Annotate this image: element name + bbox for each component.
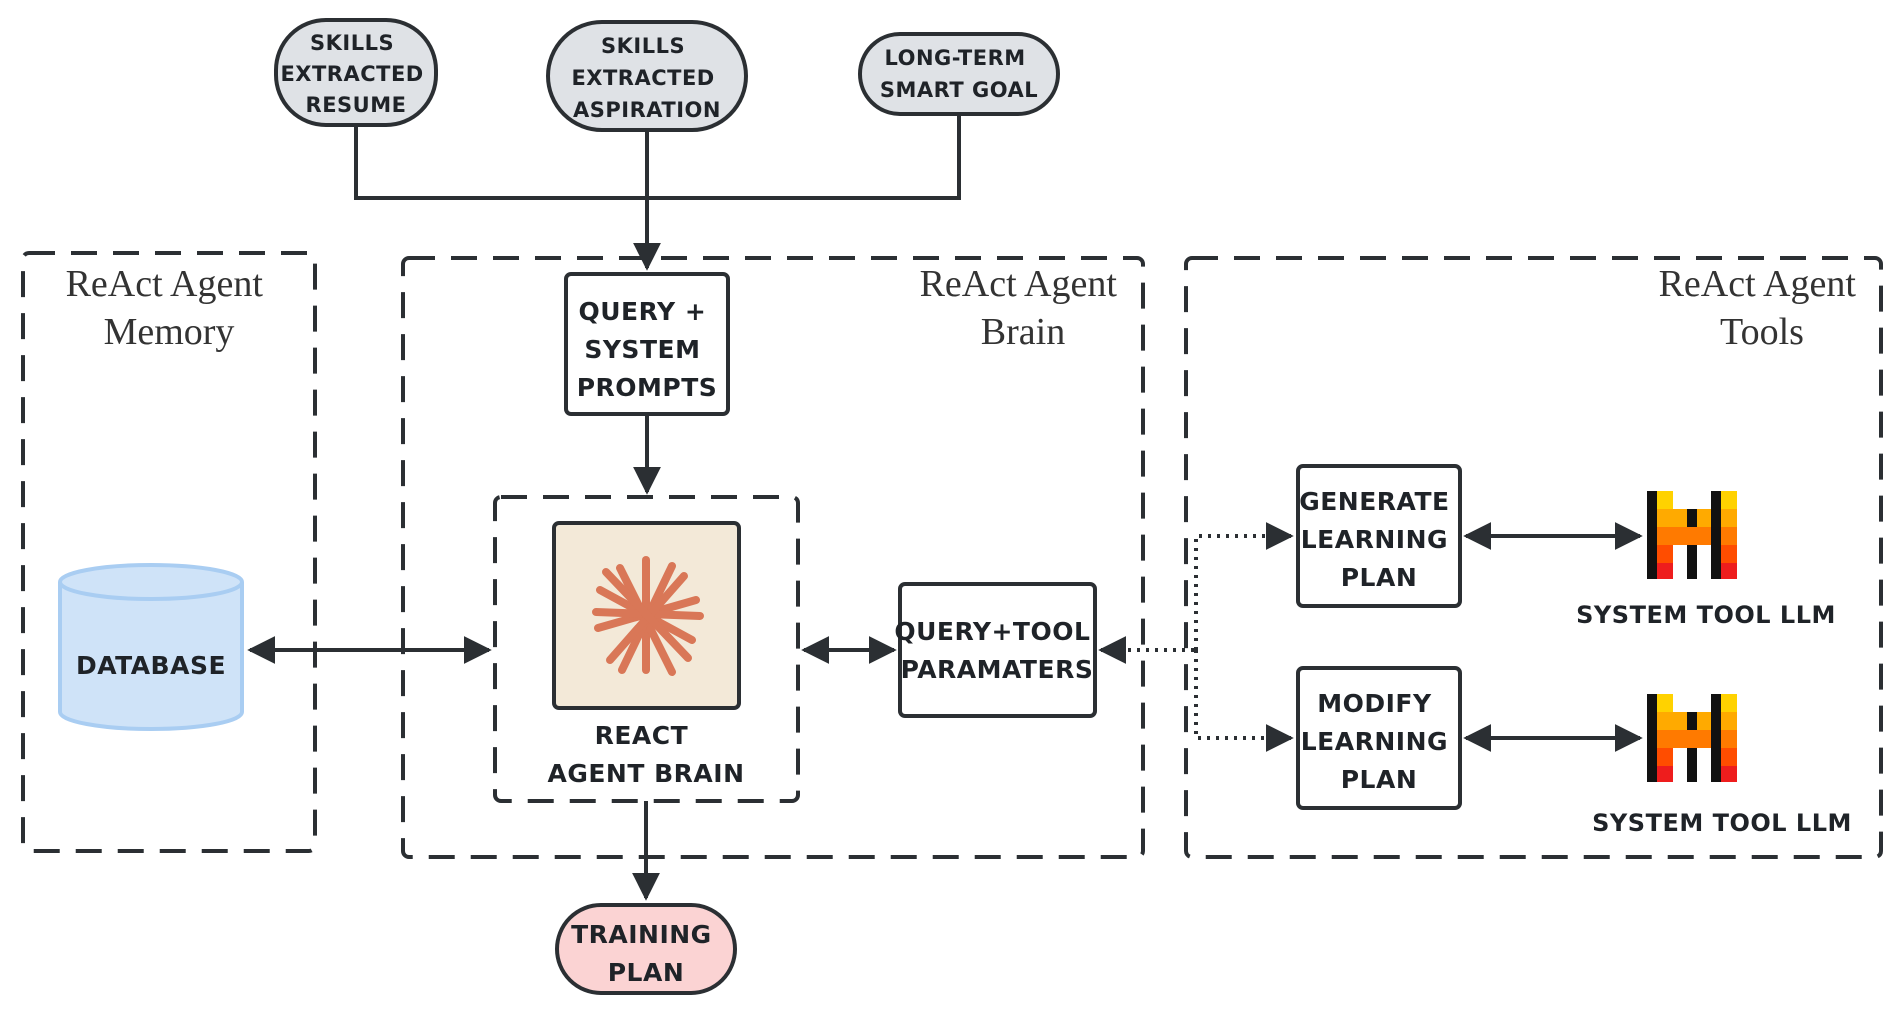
query-prompts-label: QUERY + SYSTEM PROMPTS [577,297,718,402]
react-brain-label: REACT AGENT BRAIN [547,721,744,788]
llm-logo-icon [1647,694,1737,782]
generate-plan-box [1296,464,1462,608]
input-resume-label: SKILLS EXTRACTED RESUME [280,31,431,117]
tools-group-title: ReAct Agent Tools [1659,263,1866,353]
memory-group-title: ReAct Agent Memory [66,263,273,353]
training-plan-label: TRAINING PLAN [571,920,721,987]
brain-group-title: ReAct Agent Brain [920,263,1127,353]
input-aspiration-label: SKILLS EXTRACTED ASPIRATION [571,34,722,122]
react-brain-container [493,495,800,803]
input-goal-label: LONG-TERM SMART GOAL [880,46,1038,102]
llm-label-1: SYSTEM TOOL LLM [1576,601,1836,629]
query-tool-box [898,582,1097,718]
connector-resume [354,125,647,200]
database-label: DATABASE [76,651,226,680]
modify-plan-label: MODIFY LEARNING PLAN [1301,689,1458,794]
generate-plan-label: GENERATE LEARNING PLAN [1299,487,1459,592]
connector-dotted-generate [1194,522,1294,650]
database-cylinder [58,563,244,731]
llm-label-2: SYSTEM TOOL LLM [1592,809,1852,837]
connector-goal [647,114,961,200]
tools-group [1184,256,1883,859]
training-plan-pill [555,903,737,995]
modify-plan-box [1296,666,1462,810]
llm-logo-icon [1647,491,1737,579]
brain-group [401,256,1145,859]
connector-dotted-modify [1194,650,1294,752]
burst-icon [592,556,704,676]
memory-group [21,251,317,853]
query-tool-label: QUERY+TOOL PARAMATERS [894,617,1099,684]
